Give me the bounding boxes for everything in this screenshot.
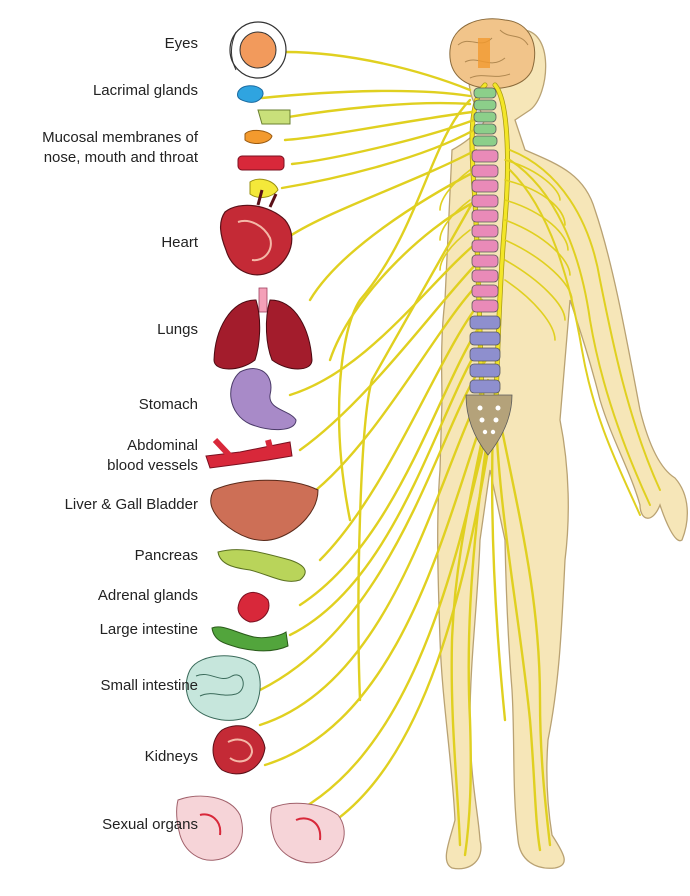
label-kidneys: Kidneys [144, 748, 198, 765]
sacrum [465, 394, 513, 456]
thoracic-vertebrae [471, 149, 499, 313]
label-stomach: Stomach [138, 396, 198, 413]
label-liver-gall-bladder: Liver & Gall Bladder [64, 496, 198, 513]
organ-lungs [213, 287, 313, 370]
label-heart: Heart [161, 234, 198, 251]
label-eyes: Eyes [164, 35, 198, 52]
brain-illustration [449, 18, 536, 89]
organ-stomach [230, 368, 297, 430]
organ-sexual-organs [176, 795, 345, 864]
label-mucosal-membranes-line2: nose, mouth and throat [43, 149, 198, 166]
label-adrenal-glands: Adrenal glands [97, 587, 198, 604]
label-mucosal-membranes-line1: Mucosal membranes of [42, 129, 198, 146]
organ-pancreas [217, 549, 306, 582]
label-abdominal-blood-vessels-line2: blood vessels [107, 457, 198, 474]
label-small-intestine: Small intestine [100, 677, 198, 694]
organ-heart [220, 189, 293, 276]
organ-lacrimal-glands [237, 85, 264, 103]
organ-liver-gallbladder [210, 479, 319, 541]
label-pancreas: Pancreas [134, 547, 198, 564]
organ-mucosal-membranes [237, 109, 291, 198]
spinal-column [465, 87, 513, 456]
lumbar-vertebrae [469, 315, 501, 394]
organ-large-intestine [211, 626, 289, 652]
organ-eye [229, 21, 287, 79]
organ-kidneys [212, 725, 266, 775]
label-lungs: Lungs [157, 321, 198, 338]
organ-adrenal-glands [237, 592, 270, 623]
label-abdominal-blood-vessels-line1: Abdominal [127, 437, 198, 454]
body-silhouette [437, 29, 688, 870]
organ-small-intestine [185, 655, 261, 721]
label-lacrimal-glands: Lacrimal glands [92, 82, 198, 99]
label-large-intestine: Large intestine [99, 621, 198, 638]
label-sexual-organs: Sexual organs [102, 816, 198, 833]
cervical-vertebrae [472, 87, 498, 147]
organ-abdominal-blood-vessels [205, 437, 293, 469]
